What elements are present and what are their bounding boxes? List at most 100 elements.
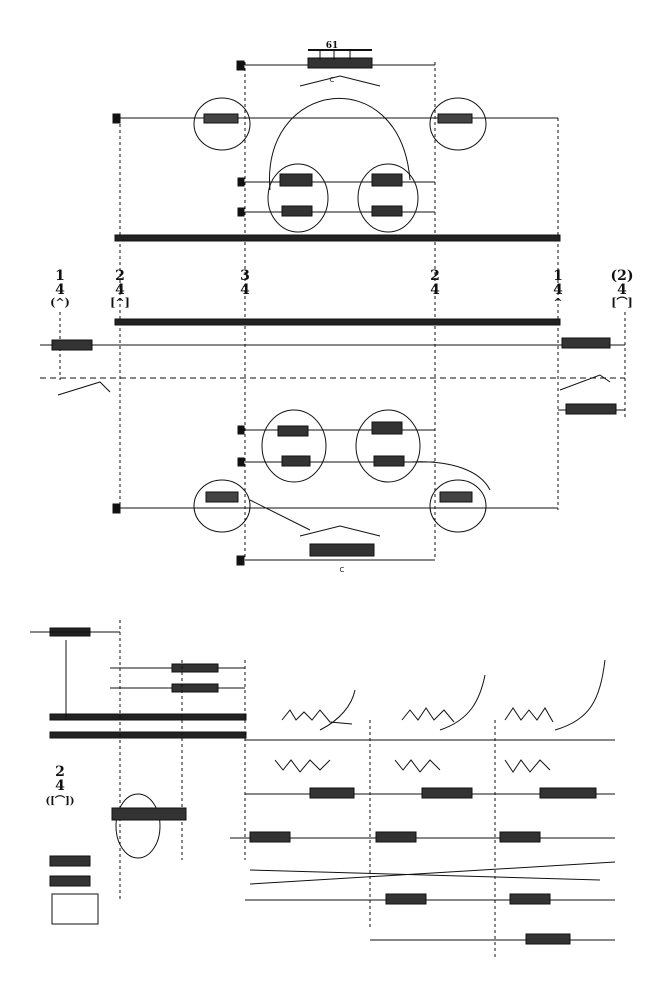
note-cluster <box>309 787 355 799</box>
note-cluster <box>49 855 91 867</box>
note-cluster <box>51 339 93 351</box>
time-sig-denominator: 4 <box>240 282 250 298</box>
cell-circle <box>357 163 419 233</box>
spike-trace <box>394 759 441 773</box>
note-cluster <box>49 875 91 887</box>
clef-mark <box>237 457 245 467</box>
note-cluster <box>281 455 311 467</box>
time-signature: 2 4 [^] <box>110 268 130 309</box>
time-signature: 1 4 ^ <box>553 268 563 309</box>
note-cluster <box>277 425 309 437</box>
note-cluster <box>375 831 417 843</box>
time-sig-numerator: 3 <box>240 268 250 284</box>
cluster-label: C <box>330 76 335 84</box>
time-sig-denominator: 4 <box>55 778 65 794</box>
note-cluster <box>171 683 219 693</box>
time-sig-numerator: (2) <box>611 268 634 284</box>
time-sig-mark: (^) <box>50 296 70 309</box>
rehearsal-number: 61 <box>326 41 339 51</box>
time-sig-numerator: 1 <box>553 268 563 284</box>
note-cluster <box>421 787 473 799</box>
time-sig-mark: ([⌒]) <box>46 794 75 807</box>
time-sig-denominator: 4 <box>617 282 627 298</box>
clef-mark <box>237 177 245 187</box>
box <box>51 893 99 925</box>
time-sig-denominator: 4 <box>553 282 563 298</box>
ramp-line <box>559 374 611 391</box>
time-signature: 1 4 (^) <box>50 268 70 309</box>
clef-mark <box>236 555 245 566</box>
clef-mark <box>236 60 245 71</box>
note-cluster <box>565 403 617 415</box>
hairpin <box>299 75 381 87</box>
spike-trace <box>504 707 554 723</box>
time-sig-numerator: 2 <box>115 268 125 284</box>
sustain-band <box>49 731 247 739</box>
note-cluster <box>309 543 375 557</box>
cell-circle <box>429 97 487 151</box>
note-cluster <box>203 113 239 124</box>
note-cluster <box>111 807 187 821</box>
note-cluster <box>371 205 403 217</box>
cell-circle <box>115 793 161 859</box>
time-sig-denominator: 4 <box>430 282 440 298</box>
time-signature: 2 4 ([⌒]) <box>46 764 75 807</box>
note-cluster <box>499 831 541 843</box>
note-cluster <box>307 57 373 69</box>
time-sig-mark: [⌒] <box>611 295 632 309</box>
hairpin <box>299 525 381 537</box>
clef-mark <box>237 207 245 217</box>
time-sig-numerator: 2 <box>55 764 65 780</box>
time-signature: 2 4 <box>430 268 440 298</box>
time-signature: 3 4 <box>240 268 250 298</box>
spike-trace <box>401 707 455 723</box>
clef-mark <box>112 503 121 514</box>
cell-circle <box>193 97 251 151</box>
note-cluster <box>249 831 291 843</box>
cell-circle <box>429 479 487 533</box>
lower-system <box>30 620 616 960</box>
slur-arc <box>269 97 411 191</box>
ramp-line <box>249 869 601 881</box>
spike-trace <box>281 709 353 725</box>
time-sig-numerator: 2 <box>430 268 440 284</box>
ramp-line <box>57 381 111 396</box>
spike-trace <box>274 759 331 773</box>
note-cluster <box>281 205 313 217</box>
note-cluster <box>279 173 313 187</box>
note-cluster <box>373 455 405 467</box>
slur-arc <box>554 659 606 731</box>
sustain-band <box>114 234 561 242</box>
clef-mark <box>237 425 245 435</box>
note-cluster <box>509 893 551 905</box>
ramp-line <box>249 861 616 885</box>
sustain-band <box>114 318 561 326</box>
slur-arc <box>439 674 486 731</box>
note-cluster <box>439 491 473 503</box>
note-cluster <box>539 787 597 799</box>
sustain-band <box>49 713 247 721</box>
note-cluster <box>171 663 219 673</box>
cluster-label: C <box>340 566 345 574</box>
spike-trace <box>504 759 551 773</box>
cell-circle <box>355 409 421 483</box>
time-signature: (2) 4 [⌒] <box>611 268 634 309</box>
note-cluster <box>437 113 473 124</box>
note-cluster <box>371 173 403 187</box>
note-cluster <box>561 337 611 349</box>
time-sig-numerator: 1 <box>55 268 65 284</box>
clef-mark <box>112 113 121 124</box>
cell-circle <box>261 409 327 483</box>
note-cluster <box>371 421 403 435</box>
slur-arc <box>319 689 356 731</box>
cell-circle <box>267 163 329 233</box>
note-cluster <box>525 933 571 945</box>
note-cluster <box>205 491 239 503</box>
upper-system <box>40 49 626 566</box>
slur-arc <box>409 461 491 491</box>
time-sig-denominator: 4 <box>115 282 125 298</box>
time-sig-mark: ^ <box>553 296 562 309</box>
time-sig-denominator: 4 <box>55 282 65 298</box>
note-cluster <box>385 893 427 905</box>
